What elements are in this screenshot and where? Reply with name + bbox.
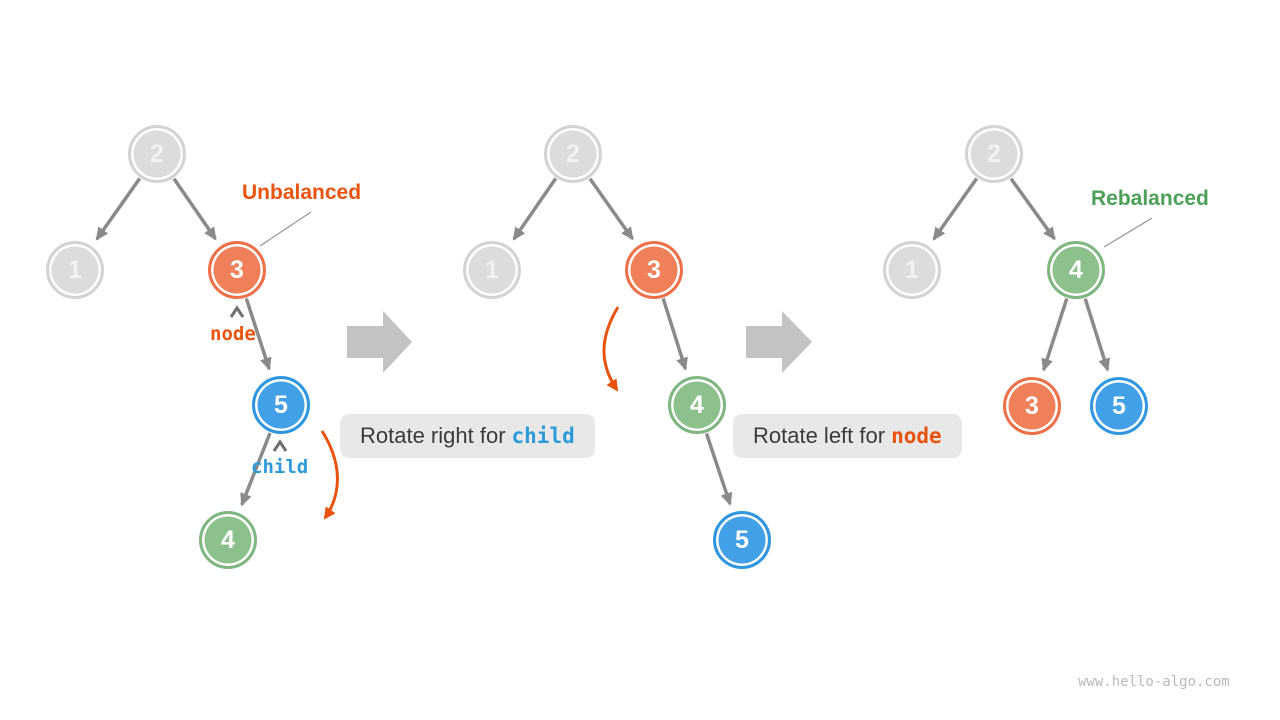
child-pointer-label: child [251, 456, 309, 478]
edge-arrow [172, 177, 217, 241]
tree-node: 3 [625, 241, 683, 299]
edge-arrow [704, 432, 733, 506]
tree-node: 2 [128, 125, 186, 183]
tree-node: 2 [965, 125, 1023, 183]
tree-node: 4 [1047, 241, 1105, 299]
rotate-left-arrow-icon [602, 306, 620, 392]
caption-keyword: node [891, 424, 942, 448]
edge-arrow [512, 177, 558, 241]
edge-arrow [1041, 297, 1069, 372]
tree2-edges [512, 177, 733, 506]
node-value: 5 [735, 525, 749, 554]
node-value: 2 [150, 139, 164, 168]
node-value: 2 [987, 139, 1001, 168]
tree-node: 1 [883, 241, 941, 299]
edge-arrow [240, 432, 272, 507]
node-value: 1 [485, 255, 499, 284]
edge-arrow [661, 297, 688, 371]
edge-arrow [588, 177, 634, 241]
tree-node: 4 [668, 376, 726, 434]
unbalanced-label: Unbalanced [242, 181, 362, 204]
node-value: 4 [1069, 255, 1083, 284]
node-value: 5 [274, 390, 288, 419]
tree-node: 2 [544, 125, 602, 183]
tree1-edges [95, 177, 272, 507]
tree-node: 4 [199, 511, 257, 569]
rebalanced-label: Rebalanced [1091, 187, 1209, 210]
site-watermark: www.hello-algo.com [1078, 674, 1230, 690]
node-value: 3 [647, 255, 661, 284]
node-value: 5 [1112, 391, 1126, 420]
rotate-right-arrow-icon [320, 430, 339, 520]
node-value: 2 [566, 139, 580, 168]
big-right-arrow-icon [347, 311, 412, 373]
node-value: 4 [221, 525, 235, 554]
tree-node: 1 [46, 241, 104, 299]
edge-arrow [932, 177, 979, 241]
big-right-arrow-icon [746, 311, 812, 373]
caption-keyword: child [511, 424, 575, 448]
tree-node: 5 [252, 376, 310, 434]
tree-node: 1 [463, 241, 521, 299]
node-pointer-label: node [210, 323, 256, 345]
node-value: 3 [230, 255, 244, 284]
tree-node: 3 [1003, 377, 1061, 435]
caption-text: Rotate right for [360, 423, 506, 448]
edge-arrow [1009, 177, 1056, 241]
tree-node: 5 [713, 511, 771, 569]
edge-arrow [95, 177, 142, 241]
caption-text: Rotate left for [753, 423, 886, 448]
node-value: 3 [1025, 391, 1039, 420]
rotate-left-caption: Rotate left for node [733, 414, 962, 458]
unbalanced-pointer-line [259, 211, 312, 247]
tree-node: 5 [1090, 377, 1148, 435]
rebalanced-pointer-line [1103, 217, 1153, 248]
edge-arrow [244, 297, 272, 371]
node-value: 1 [68, 255, 82, 284]
node-value: 4 [690, 390, 704, 419]
node-value: 1 [905, 255, 919, 284]
tree-node: 3 [208, 241, 266, 299]
rotate-right-caption: Rotate right for child [340, 414, 595, 458]
edge-arrow [1083, 298, 1111, 372]
caret-up-icon [229, 305, 245, 318]
tree3-edges [932, 177, 1111, 372]
caret-up-icon [272, 439, 288, 452]
